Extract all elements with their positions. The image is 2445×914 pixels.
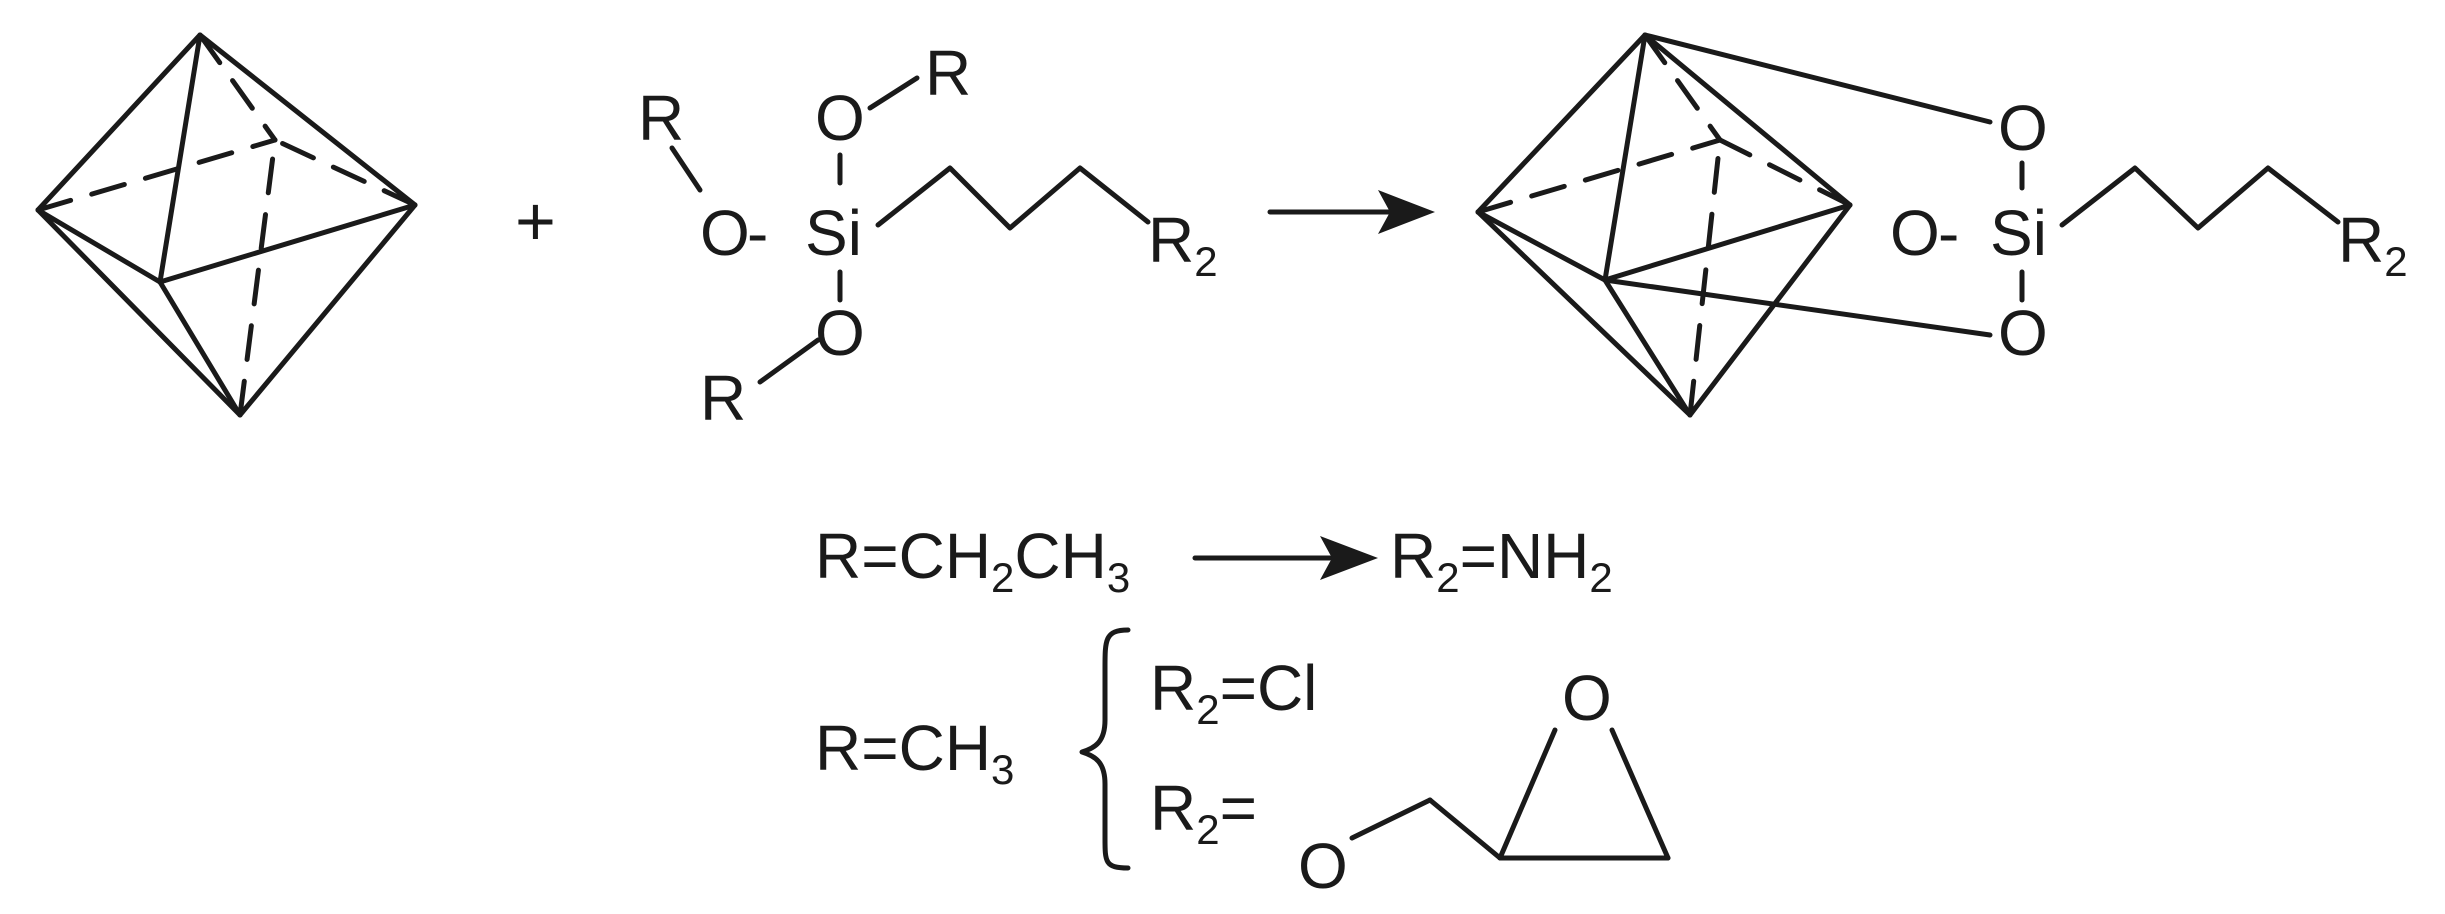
- r2-glycidyl-label: R2=: [1150, 772, 1257, 853]
- reagent-o-left: O: [700, 197, 750, 269]
- product-o-mid: O: [1890, 197, 1940, 269]
- reagent-r2: R2: [1148, 204, 1218, 285]
- reagent-r-bottom: R: [700, 362, 746, 434]
- product-o-bottom: O: [1998, 297, 2048, 369]
- reaction-arrow: [1267, 190, 1435, 234]
- reagent-o-bottom: O: [815, 297, 865, 369]
- r-methyl-label: R=CH3: [815, 712, 1014, 793]
- product-bond-mid: -: [1938, 197, 1959, 269]
- r2-chloro-label: R2=Cl: [1150, 652, 1317, 733]
- r2-amine-label: R2=NH2: [1390, 520, 1613, 601]
- r-ethyl-label: R=CH2CH3: [815, 520, 1130, 601]
- silane-reagent: R O R O - Si O R R2: [638, 37, 1218, 434]
- glycidyl-ether-structure: O O: [1298, 662, 1671, 902]
- octahedral-cluster-reactant: [35, 32, 418, 418]
- conditions-arrow: [1320, 536, 1378, 580]
- reagent-o-top: O: [815, 82, 865, 154]
- octahedral-cluster-product: [1475, 32, 1993, 418]
- product-silane: O O - Si O R2: [1890, 92, 2408, 369]
- reagent-bond-left: -: [747, 197, 768, 269]
- curly-brace: [1079, 627, 1131, 871]
- product-si: Si: [1990, 197, 2047, 269]
- product-r2: R2: [2338, 204, 2408, 285]
- plus-sign: +: [515, 182, 556, 260]
- reagent-r-left: R: [638, 82, 684, 154]
- reagent-si: Si: [805, 197, 862, 269]
- product-o-top: O: [1998, 92, 2048, 164]
- reagent-r-top: R: [925, 37, 971, 109]
- conditions-row-2: R=CH3 R2=Cl R2= O O: [815, 627, 1671, 902]
- conditions-row-1: R=CH2CH3 R2=NH2: [815, 520, 1613, 601]
- glycidyl-o-ring: O: [1562, 662, 1612, 734]
- glycidyl-o-chain: O: [1298, 830, 1348, 902]
